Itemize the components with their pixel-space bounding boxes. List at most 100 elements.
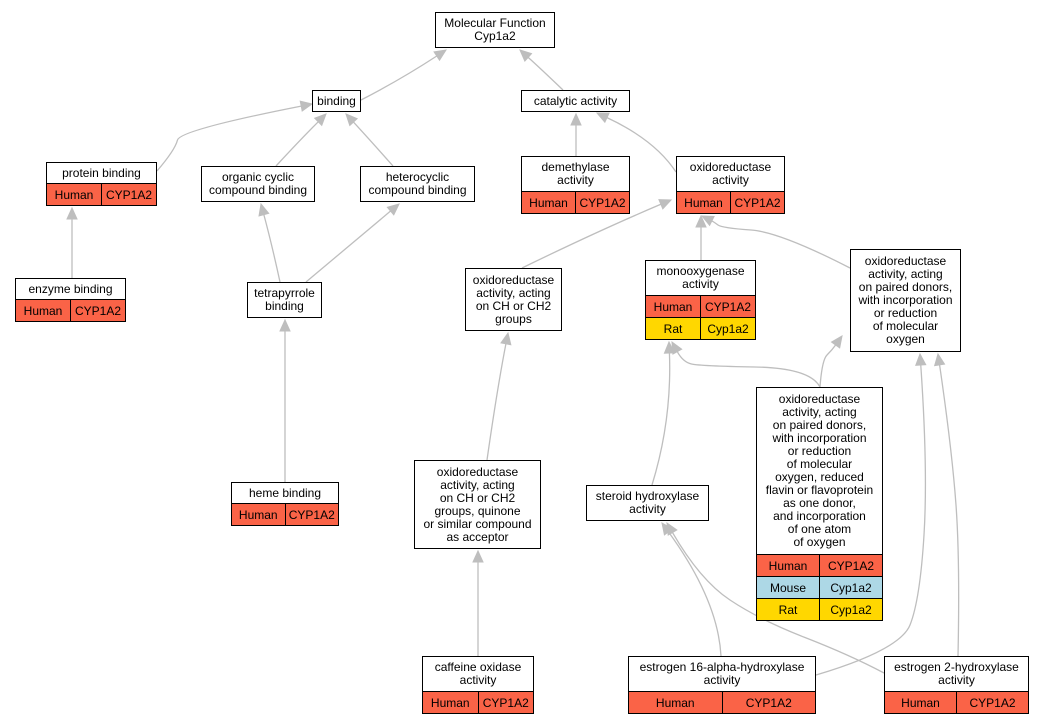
species-cell: Mouse: [769, 580, 807, 595]
edge-organic_cyclic-to-binding: [275, 121, 319, 167]
annotation-row: Human CYP1A2: [232, 503, 338, 525]
annotation-row: Human CYP1A2: [47, 183, 156, 205]
species-cell: Human: [768, 558, 808, 573]
go-term-label: protein binding: [62, 165, 141, 180]
go-term-label: organic cyclic compound binding: [208, 170, 308, 197]
go-term-binding[interactable]: binding: [312, 90, 361, 112]
gene-cell: CYP1A2: [575, 192, 629, 213]
annotation-row: Rat Cyp1a2: [757, 598, 882, 620]
species-cell: Rat: [778, 602, 798, 617]
go-term-ox-paired-flavin[interactable]: oxidoreductase activity, acting on paire…: [756, 387, 883, 621]
gene-cell: Cyp1a2: [700, 318, 755, 339]
edge-ox_paired_flavin-to-ox_paired: [819, 344, 837, 388]
annotation-row: Human CYP1A2: [16, 299, 125, 321]
arrowhead-ox_ch-to-oxidoreductase: [658, 199, 673, 210]
go-term-label: Molecular Function Cyp1a2: [444, 16, 546, 43]
go-term-ox-ch-quinone[interactable]: oxidoreductase activity, acting on CH or…: [414, 460, 541, 549]
go-term-label: enzyme binding: [28, 281, 113, 296]
edge-ox_ch_quinone-to-ox_ch: [486, 343, 507, 461]
go-term-label: heme binding: [248, 485, 322, 500]
go-term-organic-cyclic[interactable]: organic cyclic compound binding: [201, 166, 315, 202]
arrowhead-binding-to-mf: [433, 49, 448, 62]
go-term-label: estrogen 16-alpha-hydroxylase activity: [639, 660, 805, 687]
arrowhead-estrogen2-to-steroid_hydroxylase: [666, 521, 678, 536]
go-term-heterocyclic[interactable]: heterocyclic compound binding: [360, 166, 475, 202]
arrowhead-heterocyclic-to-binding: [345, 113, 359, 127]
go-term-label: oxidoreductase activity, acting on CH or…: [423, 464, 532, 544]
arrowhead-protein_binding-to-binding: [299, 100, 314, 112]
edge-estrogen16-to-ox_paired: [815, 364, 927, 676]
go-term-label: caffeine oxidase activity: [434, 660, 522, 687]
arrowhead-estrogen16-to-ox_paired: [915, 352, 927, 366]
edge-protein_binding-to-binding: [156, 105, 302, 172]
edge-ox_paired_flavin-to-monooxygenase: [676, 351, 821, 388]
go-term-steroid-hydroxylase[interactable]: steroid hydroxylase activity: [586, 485, 709, 521]
go-term-label: demethylase activity: [541, 160, 610, 187]
arrowhead-ox_paired_flavin-to-ox_paired: [830, 335, 843, 349]
edge-tetrapyrrole-to-heterocyclic: [305, 210, 391, 283]
arrowhead-demethylase-to-catalytic: [570, 112, 582, 126]
species-cell: Human: [655, 695, 695, 710]
species-cell: Human: [23, 303, 63, 318]
go-term-label: binding: [317, 93, 356, 108]
edge-binding-to-mf: [360, 55, 438, 101]
edge-ox_paired-to-oxidoreductase: [711, 220, 851, 269]
arrowhead-heme_binding-to-tetrapyrrole: [279, 318, 291, 332]
species-cell: Human: [238, 507, 278, 522]
species-cell: Human: [54, 187, 94, 202]
arrowhead-tetrapyrrole-to-organic_cyclic: [258, 202, 270, 217]
edge-estrogen2-to-ox_paired: [938, 364, 960, 657]
go-term-label: oxidoreductase activity, acting on paire…: [858, 254, 953, 346]
arrowhead-steroid_hydroxylase-to-monooxygenase: [663, 340, 676, 354]
species-cell: Human: [529, 195, 568, 210]
go-term-label: tetrapyrrole binding: [254, 286, 315, 313]
annotation-row: Human CYP1A2: [677, 191, 784, 213]
gene-cell: CYP1A2: [700, 296, 755, 317]
arrowhead-estrogen2-to-ox_paired: [933, 352, 946, 367]
edge-tetrapyrrole-to-organic_cyclic: [263, 214, 281, 283]
go-term-label: heterocyclic compound binding: [368, 170, 467, 197]
gene-cell: CYP1A2: [70, 300, 125, 321]
arrowhead-ox_paired-to-oxidoreductase: [700, 215, 715, 227]
species-cell: Human: [684, 195, 723, 210]
go-term-label: catalytic activity: [533, 93, 618, 108]
arrowhead-organic_cyclic-to-binding: [313, 113, 327, 127]
go-term-mf[interactable]: Molecular Function Cyp1a2: [435, 12, 555, 48]
go-term-label: monooxygenase activity: [656, 264, 745, 291]
gene-cell: CYP1A2: [101, 184, 156, 205]
go-term-tetrapyrrole[interactable]: tetrapyrrole binding: [247, 282, 322, 318]
gene-cell: Cyp1a2: [819, 599, 882, 620]
go-term-catalytic[interactable]: catalytic activity: [521, 90, 630, 112]
annotation-row: Human CYP1A2: [522, 191, 629, 213]
annotation-row: Mouse Cyp1a2: [757, 576, 882, 598]
arrowhead-monooxygenase-to-oxidoreductase: [695, 214, 707, 228]
arrowhead-tetrapyrrole-to-heterocyclic: [386, 203, 400, 216]
arrowhead-oxidoreductase-to-catalytic: [595, 112, 610, 124]
go-term-label: estrogen 2-hydroxylase activity: [894, 660, 1019, 687]
go-term-ox-ch[interactable]: oxidoreductase activity, acting on CH or…: [465, 268, 562, 331]
arrowhead-ox_ch_quinone-to-ox_ch: [500, 331, 512, 346]
gene-cell: CYP1A2: [730, 192, 784, 213]
gene-cell: CYP1A2: [477, 692, 534, 713]
edge-heterocyclic-to-binding: [352, 121, 394, 167]
gene-cell: Cyp1a2: [819, 577, 882, 598]
go-term-ox-paired[interactable]: oxidoreductase activity, acting on paire…: [850, 249, 961, 352]
gene-cell: CYP1A2: [284, 504, 339, 525]
go-term-label: steroid hydroxylase activity: [595, 489, 700, 516]
